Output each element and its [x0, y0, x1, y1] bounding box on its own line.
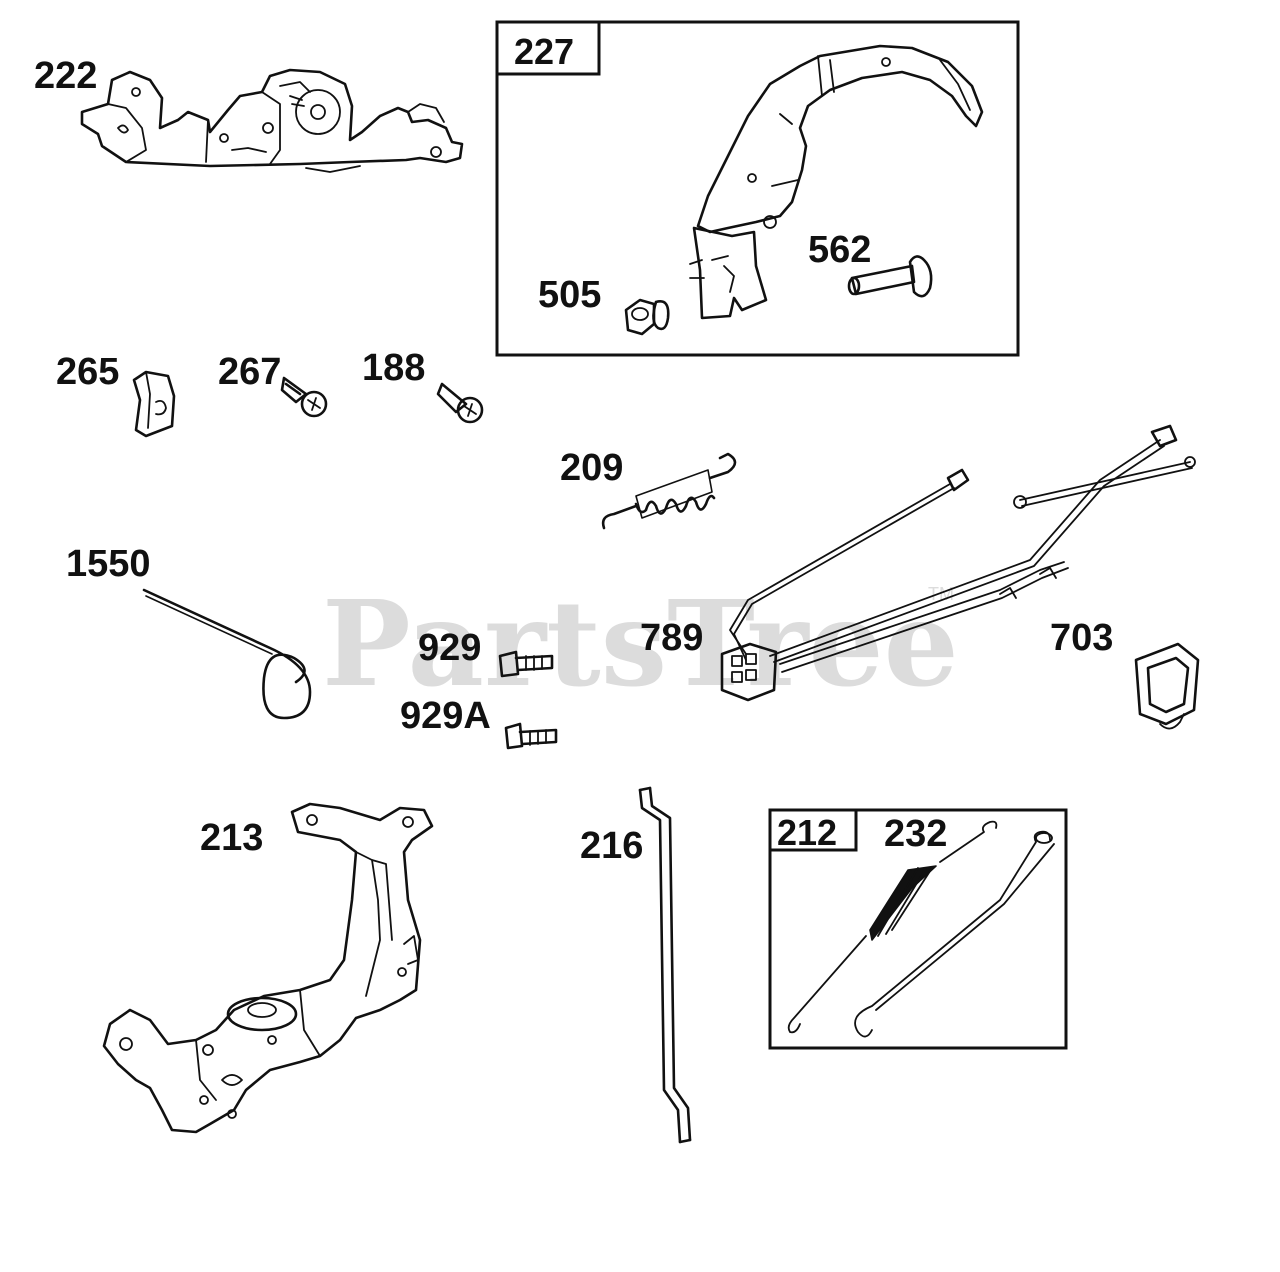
part-703-drawing[interactable]: [1134, 642, 1200, 730]
label-562[interactable]: 562: [808, 229, 871, 271]
part-227-drawing[interactable]: [689, 44, 984, 320]
part-213-drawing[interactable]: [102, 802, 434, 1134]
part-216-drawing[interactable]: [638, 786, 692, 1144]
label-505[interactable]: 505: [538, 274, 601, 316]
part-929A-drawing[interactable]: [504, 722, 558, 750]
label-267[interactable]: 267: [218, 351, 281, 393]
label-703[interactable]: 703: [1050, 617, 1113, 659]
part-562-drawing[interactable]: [847, 255, 933, 298]
label-265[interactable]: 265: [56, 351, 119, 393]
label-1550[interactable]: 1550: [66, 543, 151, 585]
watermark-trademark: TM: [928, 584, 954, 604]
label-222[interactable]: 222: [34, 55, 97, 97]
label-188[interactable]: 188: [362, 347, 425, 389]
group-212-box: 212: [768, 808, 1068, 1050]
label-789[interactable]: 789: [640, 617, 703, 659]
part-505-drawing[interactable]: [624, 298, 670, 336]
label-929A[interactable]: 929A: [400, 695, 491, 737]
watermark-text: PartsTree: [322, 574, 959, 713]
group-label-212[interactable]: 212: [777, 812, 837, 853]
part-188-drawing[interactable]: [436, 382, 484, 424]
part-222-drawing[interactable]: [80, 68, 464, 173]
label-209[interactable]: 209: [560, 447, 623, 489]
watermark: PartsTree TM: [322, 574, 959, 713]
label-213[interactable]: 213: [200, 817, 263, 859]
part-789-drawing[interactable]: [720, 424, 1196, 702]
part-929-drawing[interactable]: [498, 650, 554, 678]
label-929[interactable]: 929: [418, 627, 481, 669]
label-232[interactable]: 232: [884, 813, 947, 855]
part-265-drawing[interactable]: [132, 370, 176, 438]
part-209-drawing[interactable]: [601, 452, 737, 530]
part-232-drawing[interactable]: [787, 820, 1055, 1038]
part-1550-drawing[interactable]: [142, 588, 312, 720]
group-227-box: 227: [495, 20, 1020, 357]
group-label-227[interactable]: 227: [514, 31, 574, 72]
part-267-drawing[interactable]: [280, 376, 328, 418]
label-216[interactable]: 216: [580, 825, 643, 867]
